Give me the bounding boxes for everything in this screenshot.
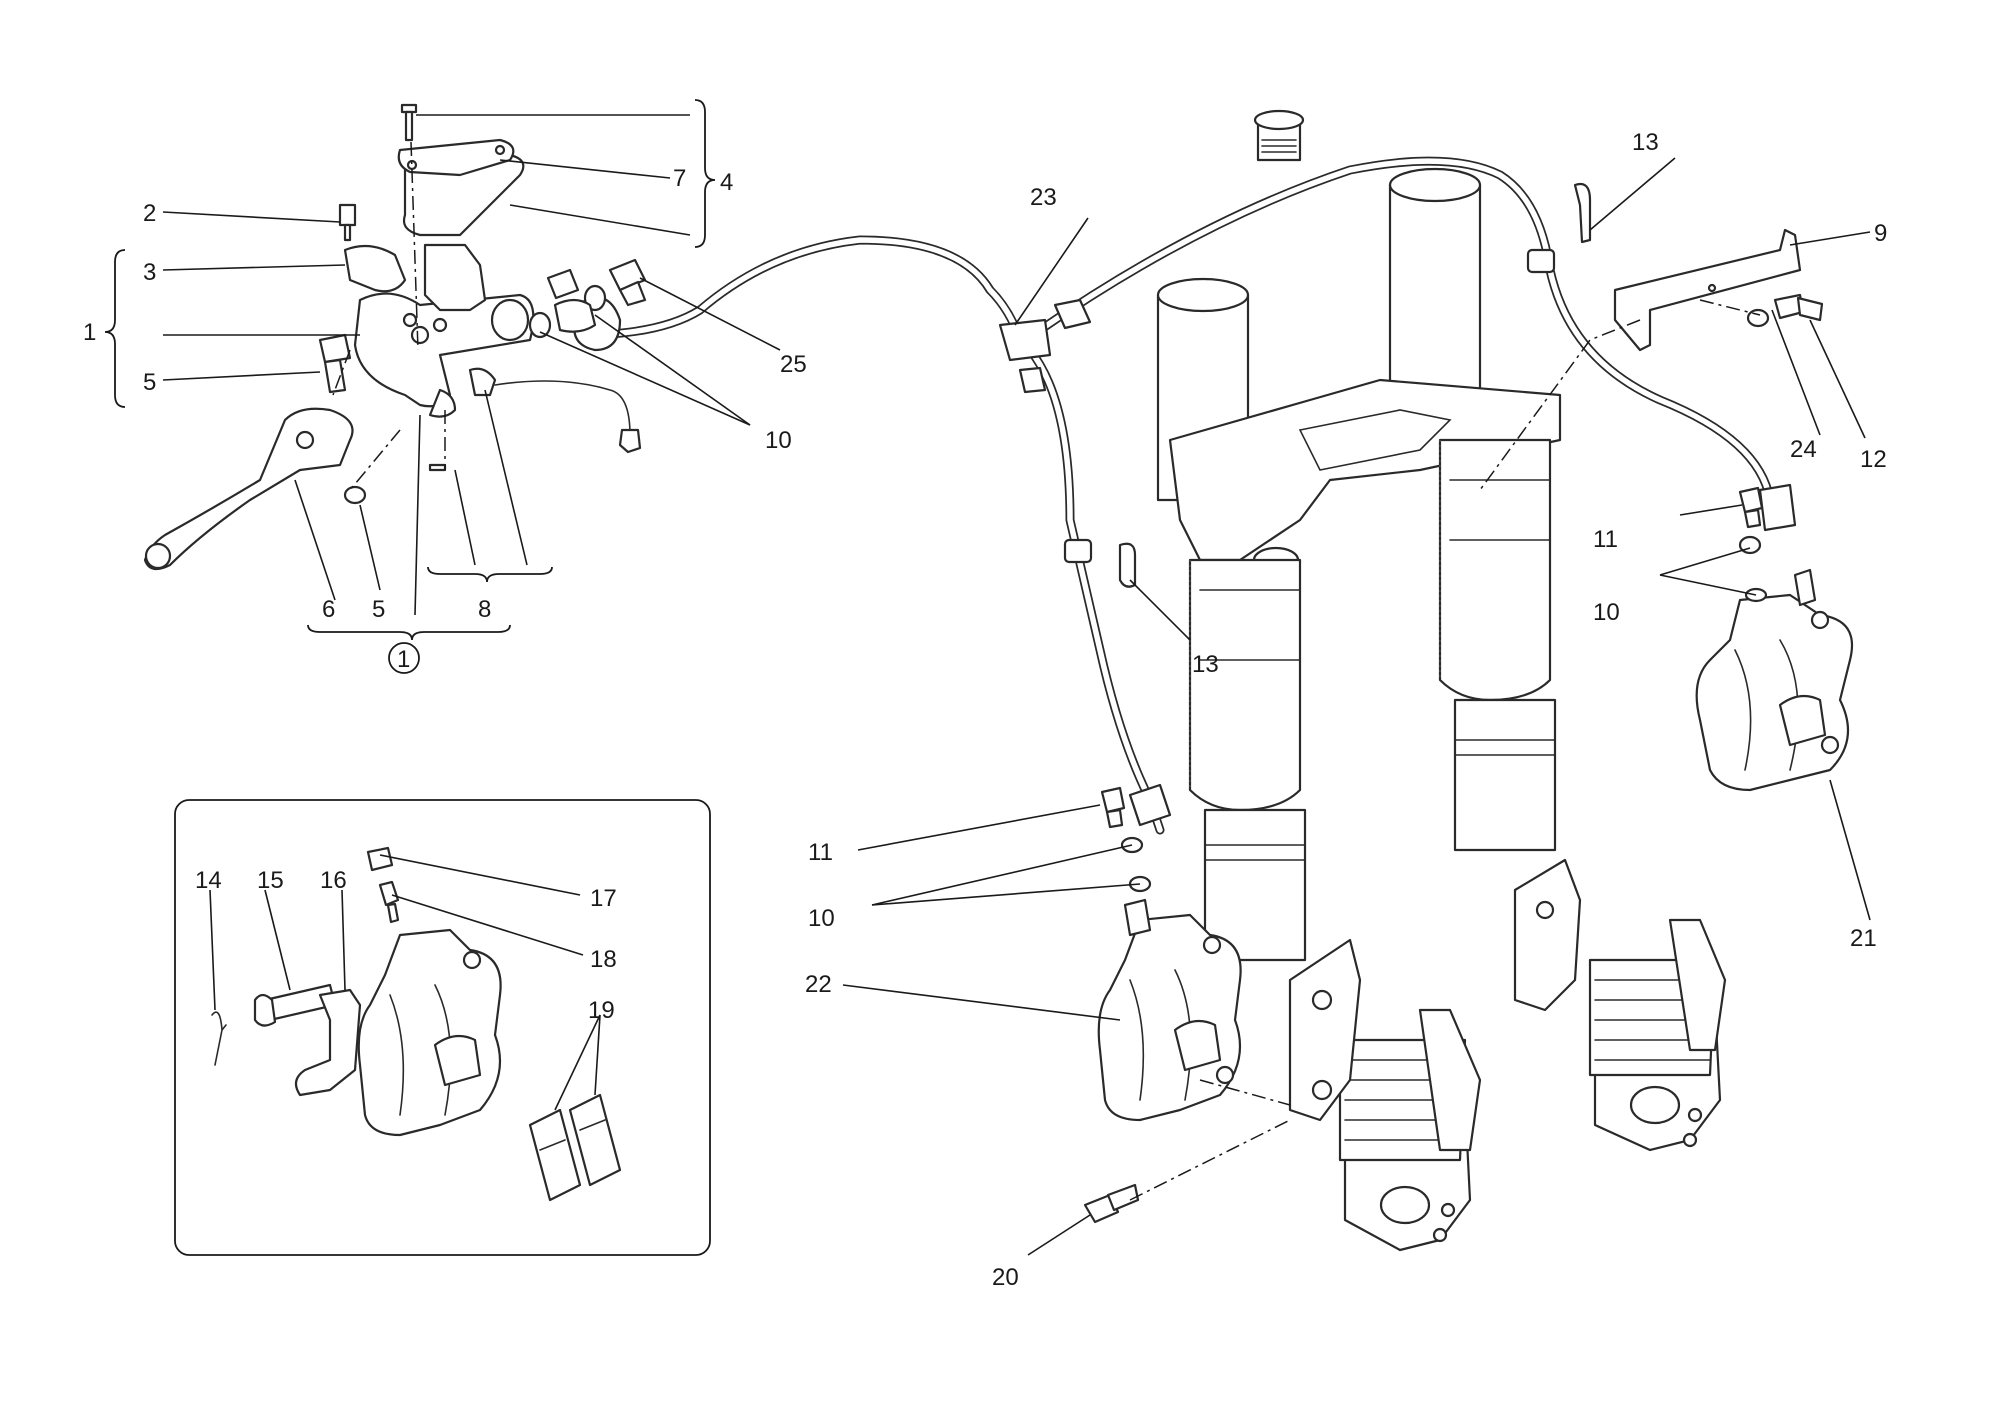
label-19: 19: [588, 997, 615, 1024]
label-20: 20: [992, 1264, 1019, 1291]
caliper-parts-inset: [174, 799, 711, 1256]
label-13-middle: 13: [1192, 651, 1219, 678]
label-22: 22: [805, 971, 832, 998]
master-cylinder-group: [143, 103, 647, 571]
label-10: 10: [765, 427, 792, 454]
label-5: 5: [143, 369, 156, 396]
label-1: 1: [83, 319, 96, 346]
right-caliper: [1479, 182, 1854, 792]
label-7: 7: [673, 165, 686, 192]
label-6: 6: [322, 596, 335, 623]
label-3: 3: [143, 259, 156, 286]
label-18: 18: [590, 946, 617, 973]
left-caliper: [1083, 542, 1291, 1224]
leader-lines: [162, 114, 1871, 1256]
label-16: 16: [320, 867, 347, 894]
label-10-right: 10: [1593, 599, 1620, 626]
label-circled-1: 1: [397, 646, 410, 673]
label-17: 17: [590, 885, 617, 912]
label-12: 12: [1860, 446, 1887, 473]
label-11-left: 11: [808, 839, 833, 866]
label-8: 8: [478, 596, 491, 623]
label-10-left: 10: [808, 905, 835, 932]
label-13-top: 13: [1632, 129, 1659, 156]
label-15: 15: [257, 867, 284, 894]
circled-assembly-marker: [388, 642, 420, 674]
label-21: 21: [1850, 925, 1877, 952]
brake-hoses: [573, 156, 1797, 835]
label-2: 2: [143, 200, 156, 227]
label-9: 9: [1874, 220, 1887, 247]
braces: [104, 99, 716, 641]
label-11-right: 11: [1593, 526, 1618, 553]
label-25: 25: [780, 351, 807, 378]
front-fork: [1156, 109, 1727, 1252]
label-5-bottom: 5: [372, 596, 385, 623]
label-24: 24: [1790, 436, 1817, 463]
label-4: 4: [720, 169, 733, 196]
label-14: 14: [195, 867, 222, 894]
label-23: 23: [1030, 184, 1057, 211]
callout-labels: 2 3 1 5 7 4 25 10 6 5 8 1 23 13 9 24 12 …: [83, 129, 1887, 1291]
